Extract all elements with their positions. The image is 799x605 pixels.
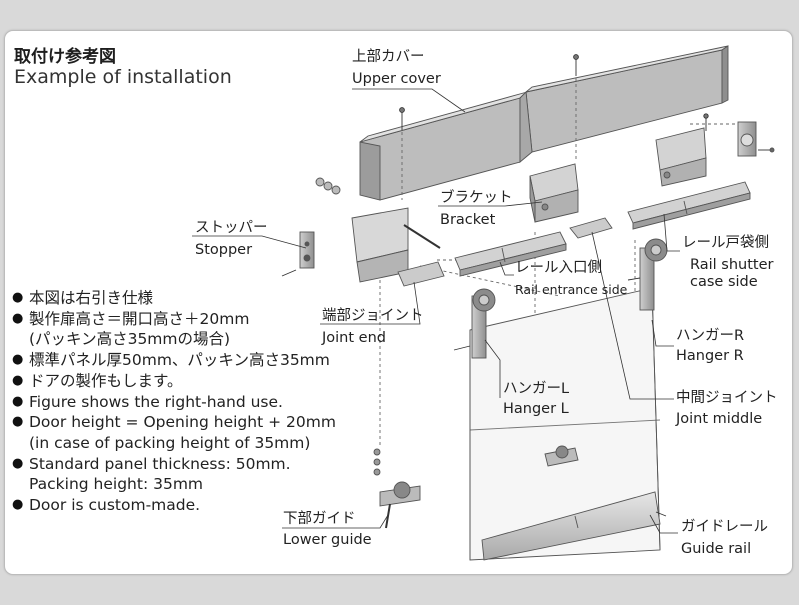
end-cap-part <box>737 121 775 157</box>
upper-cover-part <box>359 45 729 201</box>
note-item-continuation: Packing height: 35mm <box>12 474 342 495</box>
label-joint-end-jp: 端部ジョイント <box>322 308 424 324</box>
label-lower-guide-en: Lower guide <box>283 532 372 548</box>
rail-entrance-part <box>454 231 567 277</box>
bracket-part <box>529 163 579 223</box>
bullet-icon: ● <box>12 497 24 513</box>
label-hanger-r-jp: ハンガーR <box>676 328 745 344</box>
title-english: Example of installation <box>14 66 232 88</box>
label-joint-middle-jp: 中間ジョイント <box>676 390 778 406</box>
note-item: ● Door is custom-made. <box>12 495 342 516</box>
label-bracket-jp: ブラケット <box>440 190 513 206</box>
label-lower-guide-jp: 下部ガイド <box>283 511 356 527</box>
bullet-icon: ● <box>12 352 24 368</box>
bullet-icon: ● <box>12 290 24 305</box>
notes-list: ● 本図は右引き仕様 ● 製作扉高さ＝開口高さ＋20mm (パッキン高さ35mmの場合)… <box>12 288 342 516</box>
note-item: ● 本図は右引き仕様 <box>12 288 342 309</box>
label-hanger-l-en: Hanger L <box>503 401 569 417</box>
label-rail-shutter-jp: レール戸袋側 <box>682 235 769 251</box>
label-joint-end-en: Joint end <box>322 330 386 346</box>
label-upper-cover-en: Upper cover <box>352 71 441 87</box>
hanger-r-part <box>627 238 668 311</box>
note-item: ● Figure shows the right-hand use. <box>12 392 342 413</box>
note-text: Door height = Opening height + 20mm <box>29 413 336 432</box>
note-text: Door is custom-made. <box>29 496 201 515</box>
note-text: (パッキン高さ35mmの場合) <box>29 330 231 349</box>
bullet-icon: ● <box>12 310 24 326</box>
label-rail-shutter-en-1: Rail shutter <box>690 257 774 273</box>
label-hanger-r-en: Hanger R <box>676 348 744 364</box>
note-text: ドアの製作もします。 <box>29 371 183 390</box>
bullet-icon: ● <box>12 393 24 409</box>
note-item: ● 標準パネル厚50mm、パッキン高さ35mm <box>12 350 342 371</box>
joint-end-part <box>397 261 445 287</box>
label-joint-middle-en: Joint middle <box>676 411 763 427</box>
bracket-right-part <box>655 127 707 187</box>
lower-guide-part <box>373 448 421 529</box>
label-guide-rail-en: Guide rail <box>681 541 752 557</box>
note-text: 製作扉高さ＝開口高さ＋20mm <box>29 309 250 328</box>
bullet-icon: ● <box>12 455 24 471</box>
note-text: 標準パネル厚50mm、パッキン高さ35mm <box>29 351 330 370</box>
note-item: ● ドアの製作もします。 <box>12 371 342 392</box>
title-japanese: 取付け参考図 <box>14 47 116 67</box>
stopper-part <box>281 177 441 283</box>
rail-shutter-part <box>627 181 751 230</box>
note-text: Packing height: 35mm <box>29 475 204 494</box>
joint-middle-part <box>569 217 613 239</box>
label-rail-entrance-jp: レール入口側 <box>515 260 602 276</box>
note-item: ● Door height = Opening height + 20mm <box>12 412 342 433</box>
door-panel <box>469 287 661 561</box>
note-text: (in case of packing height of 35mm) <box>29 433 311 452</box>
label-upper-cover-jp: 上部カバー <box>352 49 425 65</box>
guide-rail-part <box>481 491 667 561</box>
label-hanger-l-jp: ハンガーL <box>503 381 570 397</box>
note-item-continuation: (パッキン高さ35mmの場合) <box>12 329 342 350</box>
note-item: ● 製作扉高さ＝開口高さ＋20mm <box>12 309 342 330</box>
label-stopper-jp: ストッパー <box>195 220 268 236</box>
label-stopper-en: Stopper <box>195 242 253 258</box>
label-bracket-en: Bracket <box>440 212 496 228</box>
note-text: 本図は右引き仕様 <box>29 289 154 307</box>
label-guide-rail-jp: ガイドレール <box>681 519 768 535</box>
floor-roller-part <box>544 445 579 467</box>
label-rail-shutter-en-2: case side <box>690 274 758 290</box>
note-text: Standard panel thickness: 50mm. <box>29 454 291 473</box>
hanger-l-part <box>453 288 496 359</box>
note-item: ● Standard panel thickness: 50mm. <box>12 454 342 475</box>
note-item-continuation: (in case of packing height of 35mm) <box>12 433 342 454</box>
label-rail-entrance-en: Rail entrance side <box>515 282 628 297</box>
bullet-icon: ● <box>12 372 24 388</box>
note-text: Figure shows the right-hand use. <box>29 392 283 411</box>
bullet-icon: ● <box>12 414 24 430</box>
